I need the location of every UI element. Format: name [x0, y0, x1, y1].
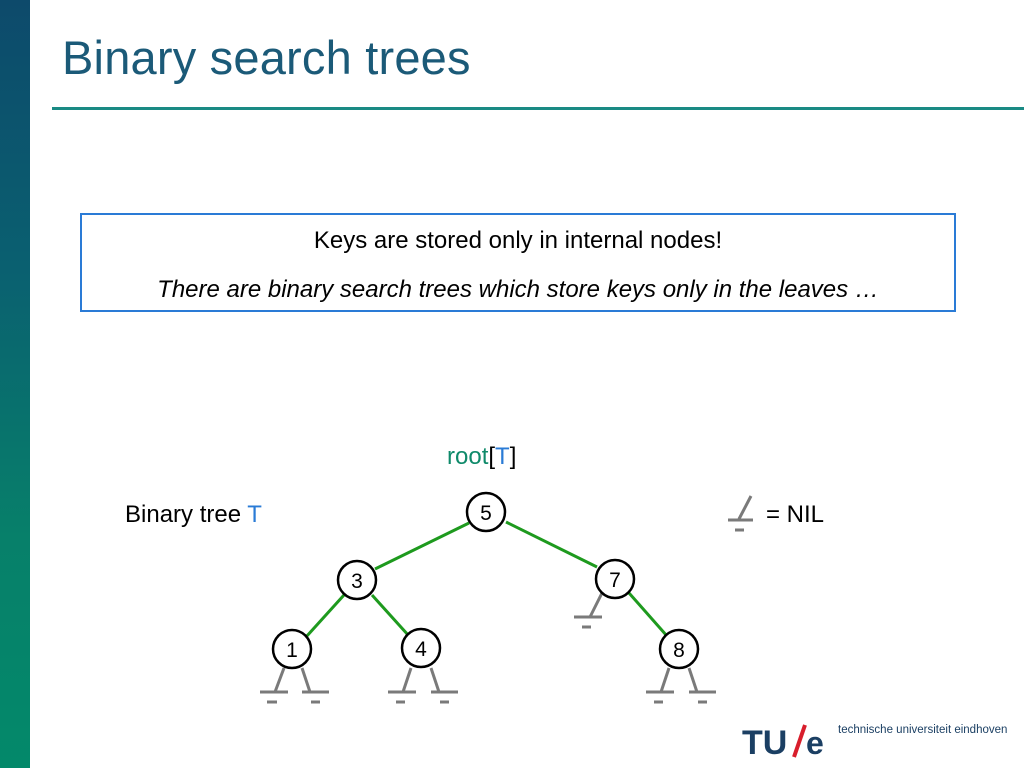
nil-7-left — [574, 592, 604, 629]
tree-edges — [304, 520, 669, 639]
node-key-7: 7 — [609, 569, 621, 592]
nil-1-left — [260, 667, 288, 704]
node-key-3: 3 — [351, 570, 363, 593]
tue-logo: TU e — [742, 724, 824, 761]
svg-text:e: e — [806, 725, 824, 761]
binary-tree-label: Binary tree T — [125, 501, 262, 529]
node-key-5: 5 — [480, 502, 492, 525]
note-line-leaves: There are binary search trees which stor… — [157, 276, 879, 303]
root-word: root — [447, 443, 489, 470]
slide-title: Binary search trees — [62, 31, 471, 84]
tree-nodes: 5 3 7 1 4 8 — [271, 491, 700, 670]
node-key-8: 8 — [673, 639, 685, 662]
tree-node-8: 8 — [658, 628, 700, 670]
root-var: T — [495, 443, 510, 470]
edge-3-4 — [370, 593, 411, 638]
root-label: root[T] — [447, 443, 516, 471]
tree-node-3: 3 — [336, 559, 378, 601]
nil-4-right — [429, 667, 458, 704]
side-band — [0, 0, 30, 768]
title-divider — [52, 107, 1024, 110]
tree-node-5: 5 — [465, 491, 507, 533]
edge-5-7 — [505, 520, 598, 569]
nil-1-right — [300, 667, 329, 704]
university-name: technische universiteit eindhoven — [838, 724, 1008, 736]
nil-legend-symbol — [728, 495, 753, 532]
nil-8-left — [646, 667, 674, 704]
note-line-internal: Keys are stored only in internal nodes! — [313, 227, 723, 254]
root-open-bracket: [ — [488, 443, 496, 470]
nil-markers — [260, 495, 753, 704]
binary-tree-prefix: Binary tree — [125, 501, 248, 528]
root-close-bracket: ] — [509, 443, 517, 470]
edge-7-8 — [627, 592, 669, 637]
node-key-4: 4 — [415, 638, 427, 661]
svg-text:TU: TU — [742, 724, 787, 761]
edge-3-1 — [304, 593, 346, 639]
tree-node-1: 1 — [271, 628, 313, 670]
node-key-1: 1 — [286, 639, 298, 662]
binary-tree-var: T — [247, 501, 262, 528]
nil-8-right — [687, 667, 716, 704]
tree-node-7: 7 — [594, 558, 636, 600]
nil-legend-text: = NIL — [766, 501, 825, 528]
tree-node-4: 4 — [400, 627, 442, 669]
edge-5-3 — [374, 521, 470, 571]
nil-4-left — [388, 667, 416, 704]
note-box: Keys are stored only in internal nodes! … — [80, 213, 956, 312]
